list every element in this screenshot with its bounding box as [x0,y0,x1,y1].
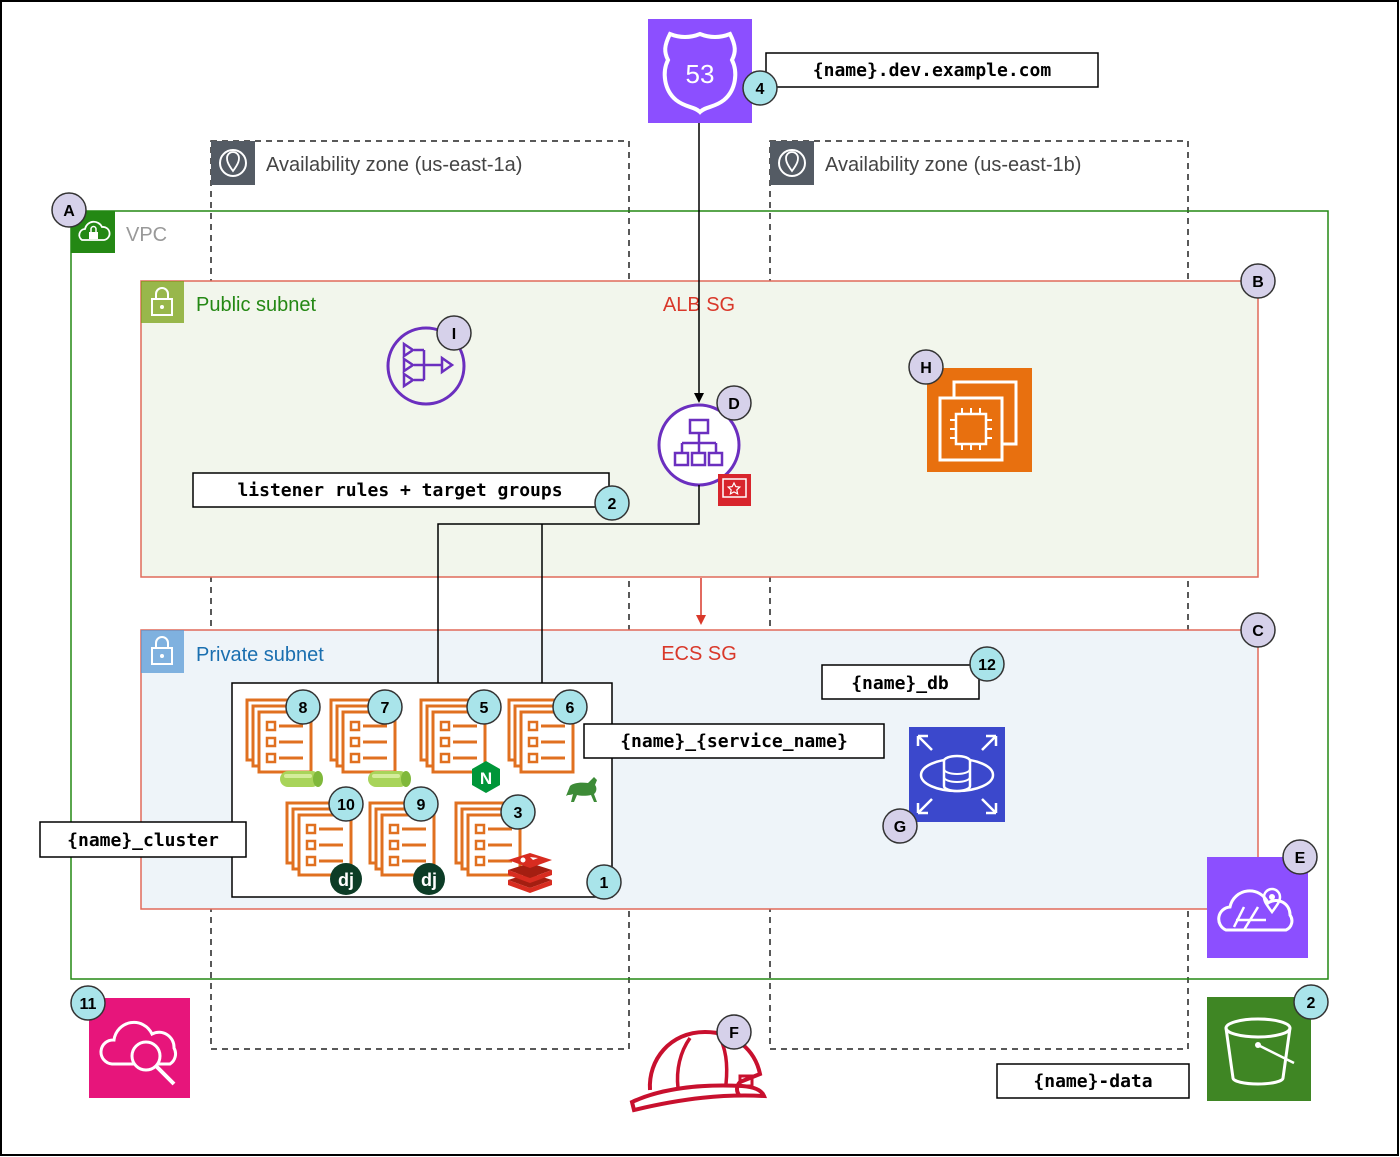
redis-icon [508,853,552,893]
ec2-icon [927,368,1032,472]
az-b-label: Availability zone (us-east-1b) [825,154,1081,176]
target-group-arrow-nginx [433,485,700,698]
svg-text:G: G [894,819,906,836]
location-service-icon [1207,857,1308,958]
number-badge-11: 11 [70,985,106,1021]
django-icon: dj [330,863,362,895]
number-badge-2: 2 [594,485,630,521]
db-box [821,664,980,700]
cloud-lock-icon [71,211,115,253]
svg-text:I: I [452,326,456,343]
availability-zone-b [769,140,1189,1050]
svg-text:10: 10 [337,797,355,814]
django-glyph: dj [421,870,437,890]
number-badge-7: 7 [367,689,403,725]
db-label: {name}_db [851,673,949,694]
django-icon: dj [413,863,445,895]
number-badge-2-s3: 2 [1293,984,1329,1020]
svg-text:A: A [63,203,75,220]
letter-badge-g: G [882,808,918,844]
availability-zone-a [210,140,630,1050]
svg-text:4: 4 [756,81,765,98]
listener-label: listener rules + target groups [237,480,562,501]
svg-text:2: 2 [608,496,617,513]
svg-text:2: 2 [1307,995,1316,1012]
number-badge-12: 12 [969,646,1005,682]
domain-box [765,52,1099,88]
cluster-box [39,821,247,858]
cluster-label: {name}_cluster [67,830,219,851]
number-badge-8: 8 [285,689,321,725]
gunicorn-icon [566,777,597,802]
svg-text:D: D [728,396,740,413]
public-subnet-label: Public subnet [196,294,317,316]
ecs-sg-label: ECS SG [661,643,737,665]
celery-icon [368,771,411,787]
svg-text:1: 1 [600,875,609,892]
s3-bucket-icon [1207,997,1311,1101]
svg-text:B: B [1252,274,1264,291]
letter-badge-f: F [716,1014,752,1050]
svg-text:C: C [1252,623,1264,640]
private-subnet-label: Private subnet [196,644,324,666]
letter-badge-i: I [436,315,472,351]
route53-glyph: 53 [686,59,715,89]
letter-badge-e: E [1282,839,1318,875]
letter-badge-a: A [51,192,87,228]
az-a-label: Availability zone (us-east-1a) [266,154,522,176]
svg-text:8: 8 [299,700,308,717]
svg-text:5: 5 [480,700,489,717]
letter-badge-b: B [1240,263,1276,299]
number-badge-6: 6 [552,689,588,725]
cloudwatch-icon [89,998,190,1098]
letter-badge-c: C [1240,612,1276,648]
svg-text:12: 12 [978,657,996,674]
svg-text:F: F [729,1025,739,1042]
service-box [583,723,885,759]
svg-text:7: 7 [381,700,390,717]
number-badge-5: 5 [466,689,502,725]
bucket-box [996,1063,1190,1099]
route53-icon: 53 [648,19,752,123]
vpc-label: VPC [126,224,167,246]
location-pin-icon [211,141,255,185]
django-glyph: dj [338,870,354,890]
certificate-icon [718,474,751,506]
number-badge-9: 9 [403,786,439,822]
number-badge-3: 3 [500,794,536,830]
celery-icon [280,771,323,787]
service-label: {name}_{service_name} [620,731,848,752]
letter-badge-d: D [716,385,752,421]
rds-icon [909,727,1005,822]
number-badge-1: 1 [586,864,622,900]
svg-text:E: E [1295,850,1306,867]
location-pin-icon [770,141,814,185]
bucket-label: {name}-data [1033,1071,1152,1092]
listener-box [192,472,610,508]
nat-gateway-icon [386,326,466,406]
svg-text:3: 3 [514,805,523,822]
lock-icon [141,630,184,673]
nginx-icon: N [472,761,500,793]
svg-text:H: H [920,360,932,377]
number-badge-10: 10 [328,786,364,822]
svg-text:11: 11 [80,996,97,1013]
svg-text:9: 9 [417,797,426,814]
svg-text:6: 6 [566,700,575,717]
lock-icon [141,281,184,323]
number-badge-4: 4 [742,70,778,106]
letter-badge-h: H [908,349,944,385]
domain-label: {name}.dev.example.com [813,60,1052,81]
nginx-glyph: N [480,769,492,788]
